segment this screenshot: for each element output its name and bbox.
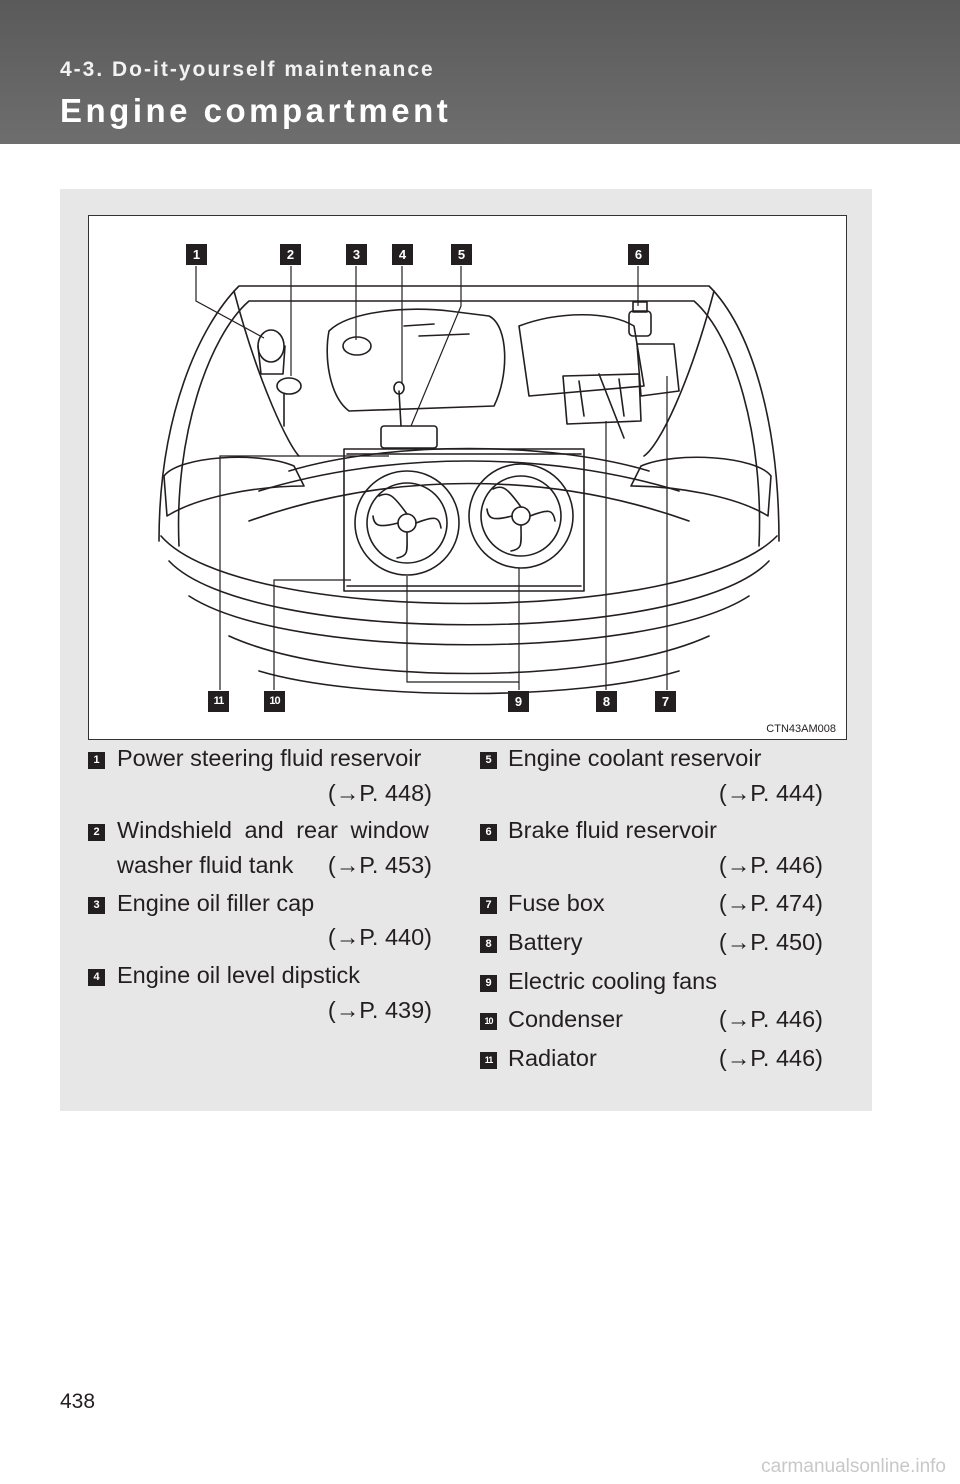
legend-ref-5: (→P. 444) xyxy=(718,780,823,806)
legend-label-6: Brake fluid reservoir xyxy=(508,817,717,843)
legend-ref-4: (→P. 439) xyxy=(327,997,432,1023)
legend-badge-10: 10 xyxy=(480,1013,497,1030)
legend-badge-8: 8 xyxy=(480,936,497,953)
legend-badge-5: 5 xyxy=(480,752,497,769)
engine-line-drawing xyxy=(158,266,780,695)
legend-label-2: Windshield and rear window xyxy=(117,817,429,843)
legend-badge-7: 7 xyxy=(480,897,497,914)
legend-ref-10: (→P. 446) xyxy=(718,1006,823,1032)
legend-ref-7: (→P. 474) xyxy=(718,890,823,916)
legend-ref-11: (→P. 446) xyxy=(718,1045,823,1071)
chapter-header-bar: 4-3. Do-it-yourself maintenance Engine c… xyxy=(0,0,960,144)
callout-5: 5 xyxy=(451,244,472,265)
legend-badge-3: 3 xyxy=(88,897,105,914)
figure-code: CTN43AM008 xyxy=(766,723,836,735)
legend-label-1: Power steering fluid reservoir xyxy=(117,745,422,771)
legend-label-8: Battery xyxy=(508,929,583,955)
legend-label-2b: washer fluid tank xyxy=(117,852,294,878)
callout-4: 4 xyxy=(392,244,413,265)
legend-ref-1: (→P. 448) xyxy=(327,780,432,806)
page-title: Engine compartment xyxy=(60,92,452,129)
legend-label-7: Fuse box xyxy=(508,890,605,916)
callout-1: 1 xyxy=(186,244,207,265)
watermark: carmanualsonline.info xyxy=(761,1456,946,1477)
legend-label-3: Engine oil filler cap xyxy=(117,890,315,916)
legend-badge-11: 11 xyxy=(480,1052,497,1069)
callout-8: 8 xyxy=(596,691,617,712)
callout-3: 3 xyxy=(346,244,367,265)
legend-ref-2: (→P. 453) xyxy=(327,852,432,878)
callout-9: 9 xyxy=(508,691,529,712)
engine-compartment-illustration: 1 2 3 4 5 6 11 10 9 8 7 CTN43AM008 xyxy=(88,215,847,740)
callout-10: 10 xyxy=(264,691,285,712)
section-heading: 4-3. Do-it-yourself maintenance xyxy=(60,58,435,81)
legend-badge-9: 9 xyxy=(480,975,497,992)
legend-ref-8: (→P. 450) xyxy=(718,929,823,955)
legend-badge-6: 6 xyxy=(480,824,497,841)
callout-6: 6 xyxy=(628,244,649,265)
callout-2: 2 xyxy=(280,244,301,265)
legend-badge-2: 2 xyxy=(88,824,105,841)
legend-label-5: Engine coolant reservoir xyxy=(508,745,762,771)
legend-label-9: Electric cooling fans xyxy=(508,968,717,994)
callout-11: 11 xyxy=(208,691,229,712)
page-number: 438 xyxy=(60,1390,96,1413)
legend-badge-4: 4 xyxy=(88,969,105,986)
legend-ref-6: (→P. 446) xyxy=(718,852,823,878)
legend-badge-1: 1 xyxy=(88,752,105,769)
legend-ref-3: (→P. 440) xyxy=(327,924,432,950)
legend-label-11: Radiator xyxy=(508,1045,597,1071)
legend-label-4: Engine oil level dipstick xyxy=(117,962,360,988)
legend-label-10: Condenser xyxy=(508,1006,623,1032)
callout-7: 7 xyxy=(655,691,676,712)
